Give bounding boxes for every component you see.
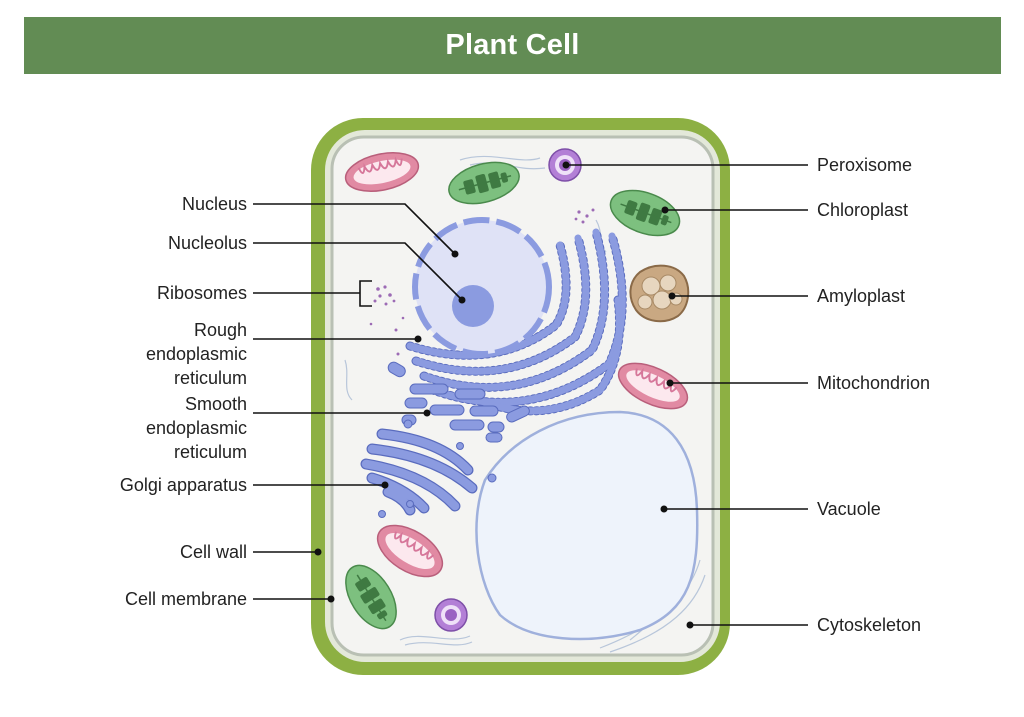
label-smooth-er-line-3: reticulum [174,442,247,462]
labels-left: Nucleus Nucleolus Ribosomes Rough endopl… [120,194,247,609]
label-ribosomes: Ribosomes [157,283,247,303]
leader-lines-left [253,203,466,603]
page-title: Plant Cell [445,29,580,61]
label-chloroplast: Chloroplast [817,200,908,220]
label-golgi-apparatus: Golgi apparatus [120,475,247,495]
vacuole [475,410,699,641]
mitochondrion-top-left [344,152,420,192]
label-vacuole: Vacuole [817,499,881,519]
label-cell-wall: Cell wall [180,542,247,562]
leader-lines-right [562,161,808,629]
chloroplast-bottom [345,564,397,630]
label-peroxisome: Peroxisome [817,155,912,175]
nucleolus [452,285,494,327]
chloroplast-right [609,189,681,237]
label-cytoskeleton: Cytoskeleton [817,615,921,635]
chloroplast-top [448,161,520,205]
label-rough-er-line-3: reticulum [174,368,247,388]
amyloplast [629,264,690,323]
title-bar: Plant Cell [24,17,1001,74]
label-cell-membrane: Cell membrane [125,589,247,609]
label-nucleolus: Nucleolus [168,233,247,253]
label-mitochondrion: Mitochondrion [817,373,930,393]
golgi-apparatus [360,419,497,518]
labels-right: Peroxisome Chloroplast Amyloplast Mitoch… [817,155,930,635]
label-nucleus: Nucleus [182,194,247,214]
mitochondrion-bottom-left [376,524,444,578]
label-smooth-er-line-2: endoplasmic [146,418,247,438]
label-smooth-er-line-1: Smooth [185,394,247,414]
label-amyloplast: Amyloplast [817,286,905,306]
label-rough-er-line-2: endoplasmic [146,344,247,364]
ribosomes [369,208,595,356]
smooth-endoplasmic-reticulum [387,361,530,443]
rough-endoplasmic-reticulum [405,227,627,416]
peroxisome-bottom [434,598,468,632]
label-rough-er-line-1: Rough [194,320,247,340]
nucleus [412,217,552,357]
